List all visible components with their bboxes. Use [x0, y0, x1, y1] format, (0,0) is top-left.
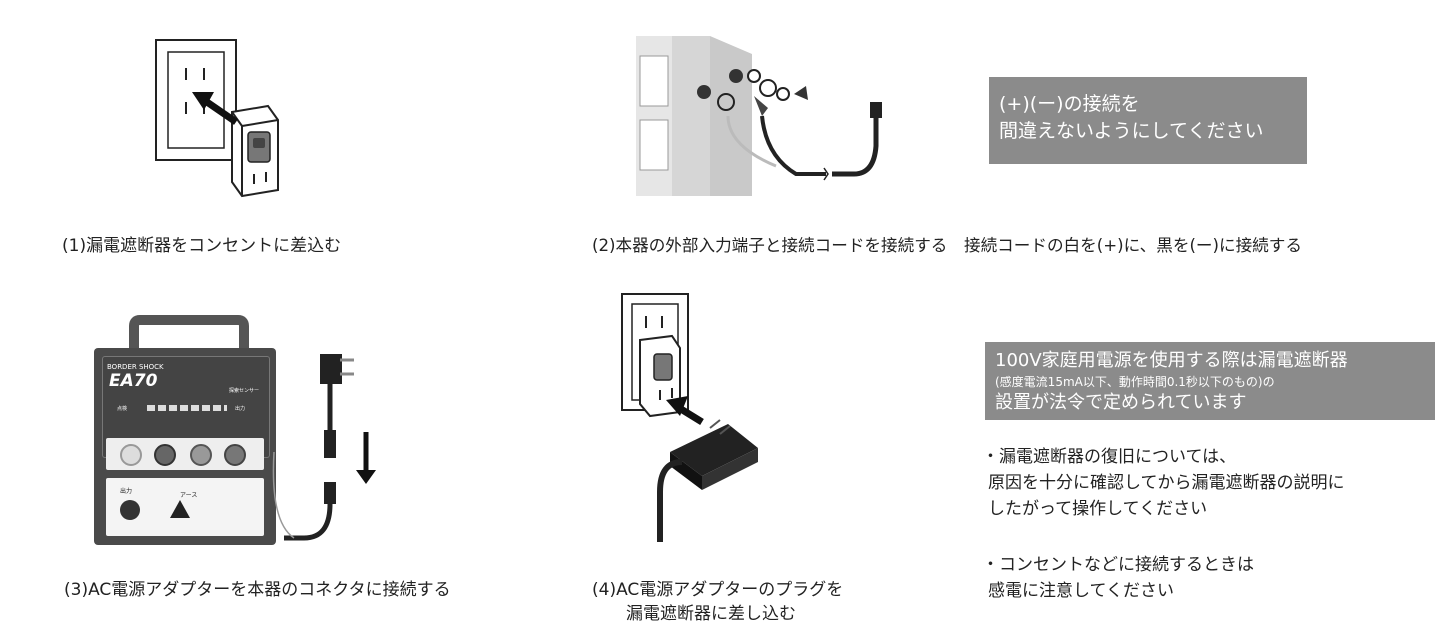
device-model: EA70 — [109, 371, 158, 391]
led-indicator-row — [147, 405, 227, 411]
device-button-2 — [154, 444, 176, 466]
illustration-ea70-device: BORDER SHOCK EA70 探索センサー 点検 出力 出力 アース — [94, 315, 384, 545]
note-breaker-recovery: ・漏電遮断器の復旧については、 原因を十分に確認してから漏電遮断器の説明に した… — [982, 444, 1345, 522]
warning-line-1: (+)(ー)の接続を — [999, 93, 1140, 115]
device-body: BORDER SHOCK EA70 探索センサー 点検 出力 出力 アース — [94, 348, 276, 545]
device-output-label-top: 出力 — [235, 406, 246, 412]
illustration-breaker-outlet — [155, 39, 279, 198]
note-shock-caution: ・コンセントなどに接続するときは 感電に注意してください — [982, 552, 1254, 604]
caption-step-1: (1)漏電遮断器をコンセントに差込む — [62, 236, 342, 256]
output-terminal — [120, 500, 140, 520]
illustration-terminal-connection — [636, 36, 882, 196]
note-1-line-1: ・漏電遮断器の復旧については、 — [982, 447, 1237, 467]
device-sensor-label: 探索センサー — [229, 388, 260, 394]
law-line-2: (感度電流15mA以下、動作時間0.1秒以下のもの)の — [995, 375, 1275, 389]
device-button-1 — [120, 444, 142, 466]
device-tenken-label: 点検 — [117, 406, 128, 412]
device-handle — [129, 315, 249, 352]
caption-step-4-line-1: (4)AC電源アダプターのプラグを — [592, 580, 844, 600]
note-1-line-3: したがって操作してください — [988, 499, 1208, 519]
law-line-3: 設置が法令で定められています — [995, 392, 1247, 413]
warning-box-polarity: (+)(ー)の接続を 間違えないようにしてください — [989, 77, 1307, 164]
earth-terminal — [170, 500, 190, 518]
warning-box-breaker-law: 100V家庭用電源を使用する際は漏電遮断器 (感度電流15mA以下、動作時間0.… — [985, 342, 1435, 420]
note-2-line-1: ・コンセントなどに接続するときは — [982, 555, 1254, 575]
adapter-cord — [272, 354, 376, 541]
law-line-1: 100V家庭用電源を使用する際は漏電遮断器 — [995, 350, 1348, 371]
device-button-row — [106, 438, 264, 470]
note-2-line-2: 感電に注意してください — [988, 581, 1174, 601]
warning-line-2: 間違えないようにしてください — [999, 120, 1264, 142]
device-brand: BORDER SHOCK — [107, 363, 164, 371]
note-1-line-2: 原因を十分に確認してから漏電遮断器の説明に — [988, 473, 1345, 493]
caption-step-4-line-2: 漏電遮断器に差し込む — [626, 604, 796, 624]
device-button-4 — [224, 444, 246, 466]
device-output-panel: 出力 アース — [106, 478, 264, 536]
device-button-3 — [190, 444, 212, 466]
caption-step-3: (3)AC電源アダプターを本器のコネクタに接続する — [64, 580, 451, 600]
device-output-label-bottom: 出力 — [120, 488, 133, 495]
device-earth-label: アース — [180, 492, 198, 499]
caption-step-2: (2)本器の外部入力端子と接続コードを接続する 接続コードの白を(+)に、黒を(… — [592, 236, 1302, 255]
illustration-adapter-breaker — [621, 293, 758, 542]
